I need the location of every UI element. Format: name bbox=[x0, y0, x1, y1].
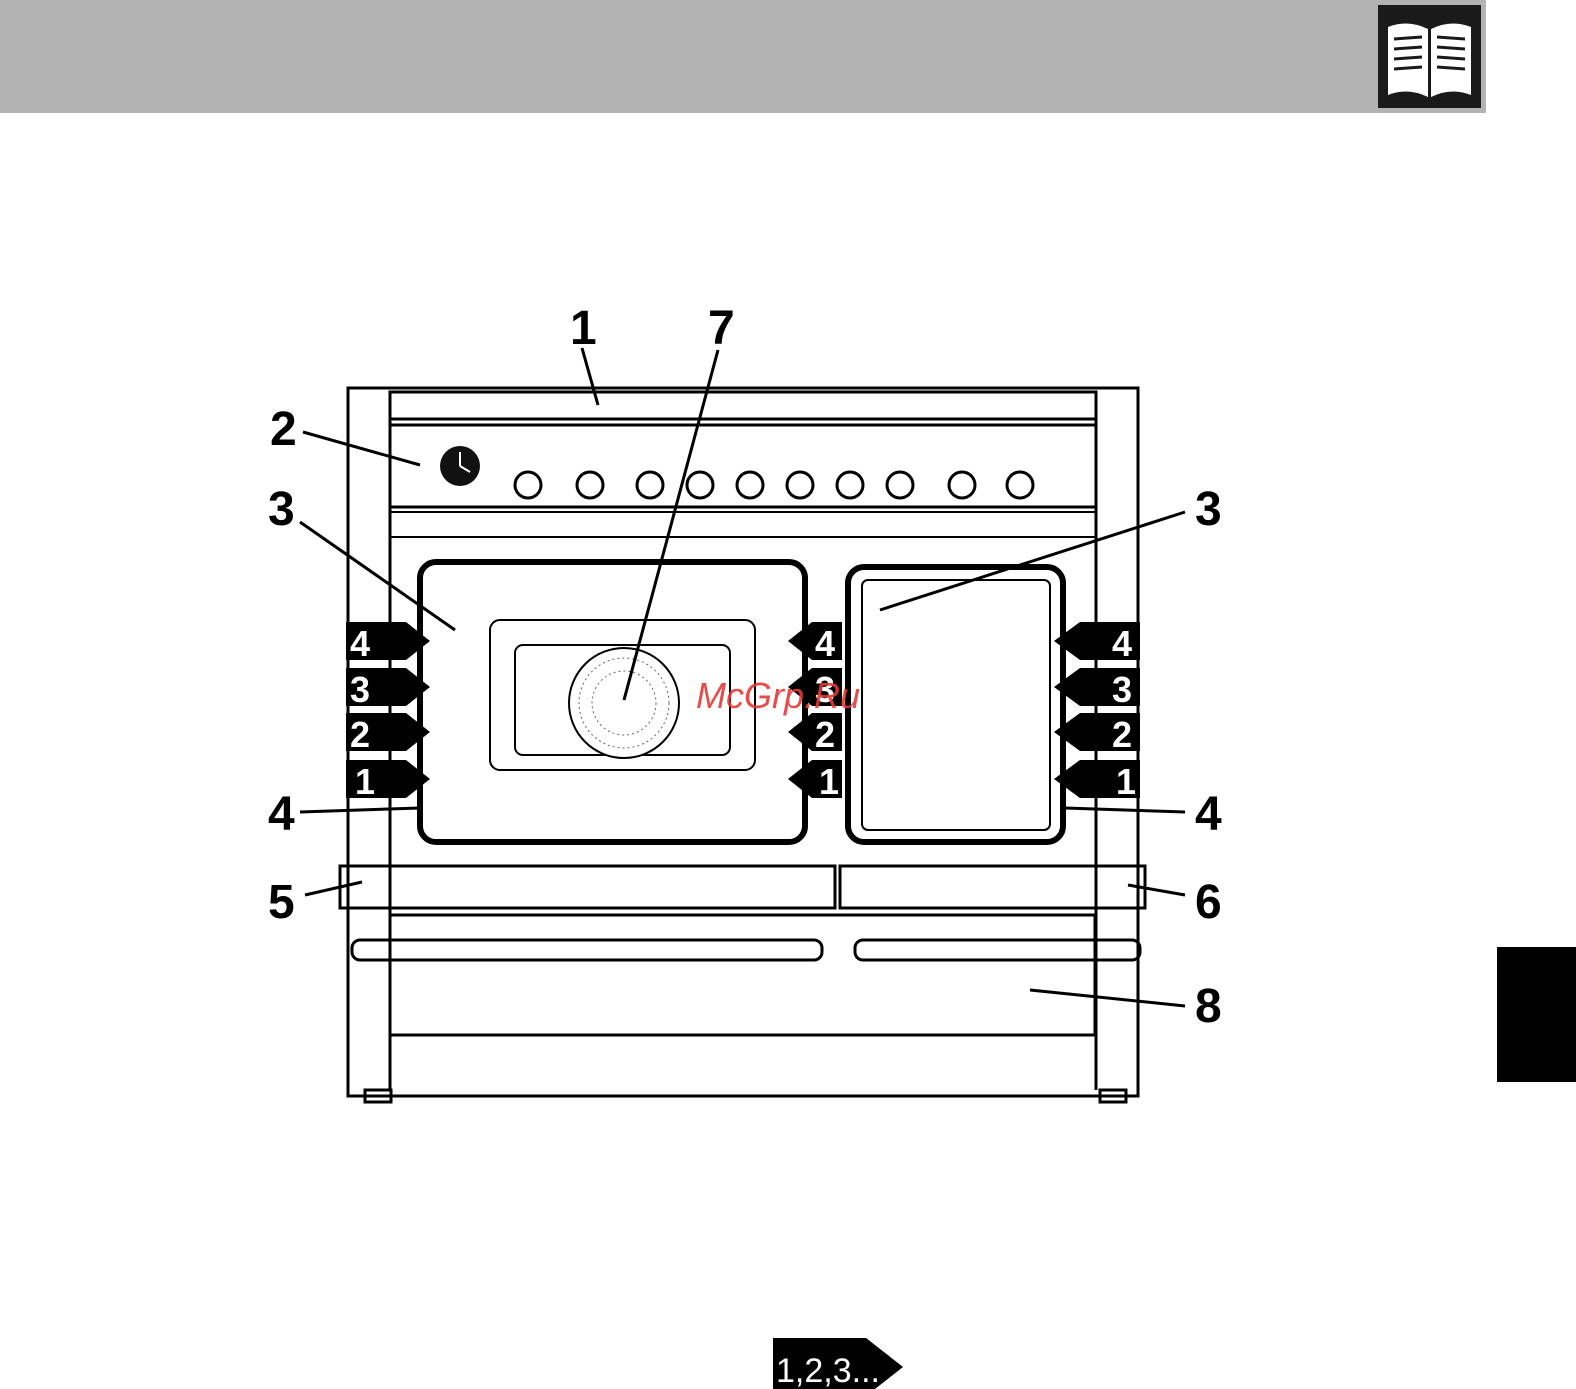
rack-level-mid-4: 4 bbox=[815, 623, 835, 664]
callout-7: 7 bbox=[708, 302, 735, 355]
rack-level-left-3: 3 bbox=[350, 669, 370, 710]
callout-1: 1 bbox=[570, 302, 597, 355]
callout-3-right: 3 bbox=[1195, 483, 1222, 536]
main-oven-door bbox=[340, 866, 835, 908]
rack-level-right-3: 3 bbox=[1112, 669, 1132, 710]
watermark-text: McGrp.Ru bbox=[696, 675, 860, 716]
callout-5: 5 bbox=[268, 876, 295, 929]
rack-level-right-1: 1 bbox=[1116, 761, 1136, 802]
callout-4-left: 4 bbox=[268, 788, 295, 841]
rack-level-left-4: 4 bbox=[350, 623, 370, 664]
callout-4-right: 4 bbox=[1195, 788, 1222, 841]
rack-level-mid-2: 2 bbox=[815, 714, 835, 755]
hob-top bbox=[390, 392, 1096, 419]
callout-3-left: 3 bbox=[268, 483, 295, 536]
rack-level-right-4: 4 bbox=[1112, 623, 1132, 664]
callout-8: 8 bbox=[1195, 980, 1222, 1033]
aux-oven-door bbox=[840, 866, 1145, 908]
storage-drawer bbox=[390, 915, 1095, 1035]
rack-level-right-2: 2 bbox=[1112, 714, 1132, 755]
next-page-label: 1,2,3... bbox=[776, 1352, 880, 1389]
rack-level-left-1: 1 bbox=[355, 761, 375, 802]
rack-level-mid-1: 1 bbox=[819, 761, 839, 802]
aux-oven-cavity bbox=[848, 567, 1063, 842]
callout-2: 2 bbox=[270, 403, 297, 456]
callout-6: 6 bbox=[1195, 876, 1222, 929]
rack-level-left-2: 2 bbox=[350, 714, 370, 755]
